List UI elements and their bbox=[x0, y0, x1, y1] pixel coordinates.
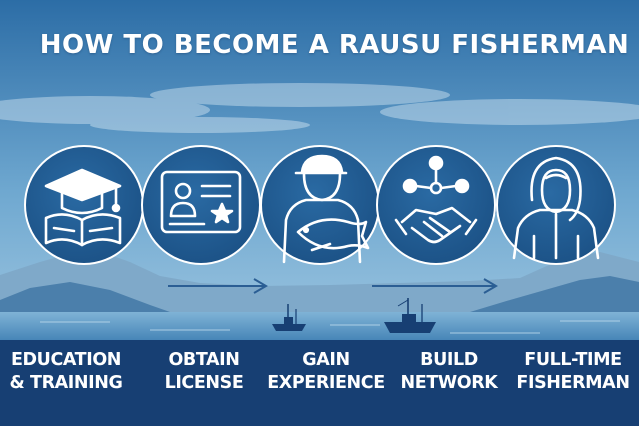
right-mountains bbox=[470, 276, 639, 312]
step-label-line1: BUILD bbox=[420, 350, 478, 370]
step-label-fulltime: FULL-TIME FISHERMAN bbox=[511, 349, 635, 395]
step-label-line2: FISHERMAN bbox=[516, 373, 630, 393]
progress-arrows bbox=[168, 278, 498, 294]
id-card-icon bbox=[160, 170, 242, 234]
far-mountains bbox=[0, 248, 639, 312]
step-label-line2: NETWORK bbox=[400, 373, 498, 393]
clouds bbox=[0, 83, 639, 133]
hooded-fisherman-icon bbox=[512, 156, 600, 260]
step-label-license: OBTAIN LICENSE bbox=[142, 349, 266, 395]
page-title: HOW TO BECOME A RAUSU FISHERMAN bbox=[39, 30, 630, 60]
step-label-line1: EDUCATION bbox=[10, 350, 122, 370]
circle-education bbox=[24, 145, 144, 265]
circle-license bbox=[141, 145, 261, 265]
step-label-line2: LICENSE bbox=[164, 373, 244, 393]
step-label-experience: GAIN EXPERIENCE bbox=[264, 349, 388, 395]
fishing-boat-large bbox=[384, 298, 436, 333]
graduation-cap-book-icon bbox=[44, 168, 122, 247]
step-label-line2: EXPERIENCE bbox=[267, 373, 385, 393]
step-label-line1: FULL-TIME bbox=[524, 350, 622, 370]
step-label-line1: GAIN bbox=[302, 350, 350, 370]
step-label-education: EDUCATION & TRAINING bbox=[4, 349, 128, 395]
step-label-line2: & TRAINING bbox=[9, 373, 123, 393]
fishing-boat-small bbox=[272, 304, 306, 331]
step-label-line1: OBTAIN bbox=[168, 350, 240, 370]
fisherman-holding-fish-icon bbox=[282, 154, 370, 264]
step-label-network: BUILD NETWORK bbox=[387, 349, 511, 395]
step-circles bbox=[24, 145, 616, 265]
handshake-network-icon bbox=[394, 155, 478, 244]
left-mountains bbox=[0, 282, 170, 312]
sea-ripples bbox=[40, 320, 620, 334]
sea bbox=[0, 312, 639, 344]
label-band bbox=[0, 340, 639, 426]
circle-fulltime bbox=[496, 145, 616, 265]
